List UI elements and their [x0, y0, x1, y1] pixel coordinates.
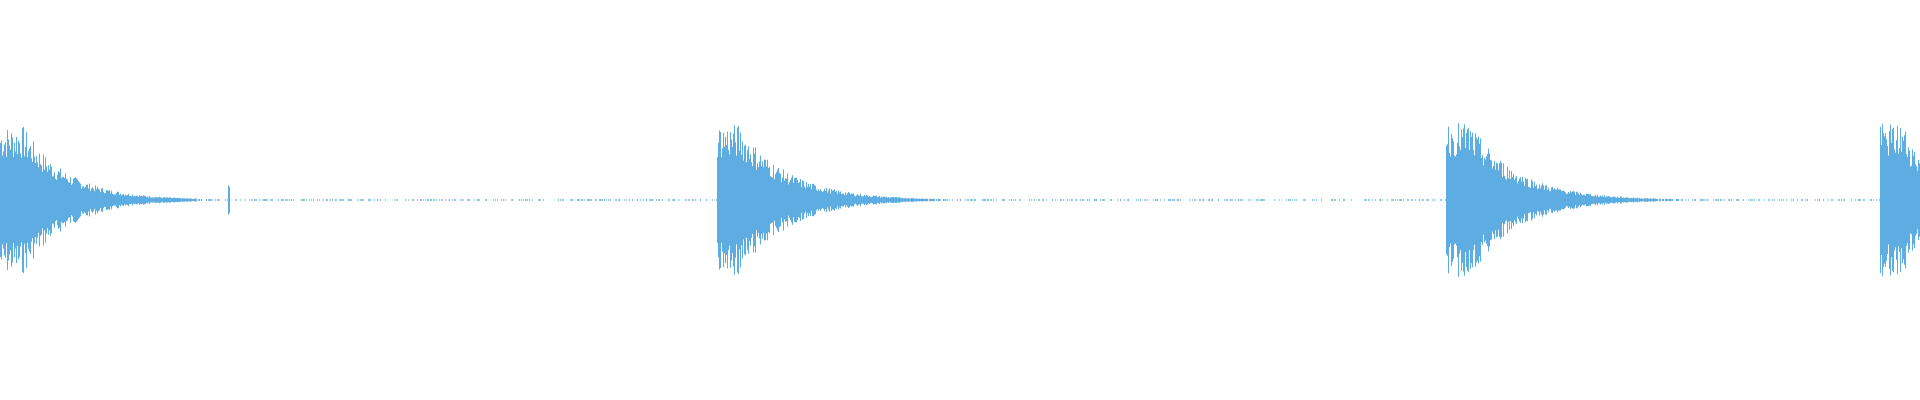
waveform-lines	[0, 123, 1920, 277]
